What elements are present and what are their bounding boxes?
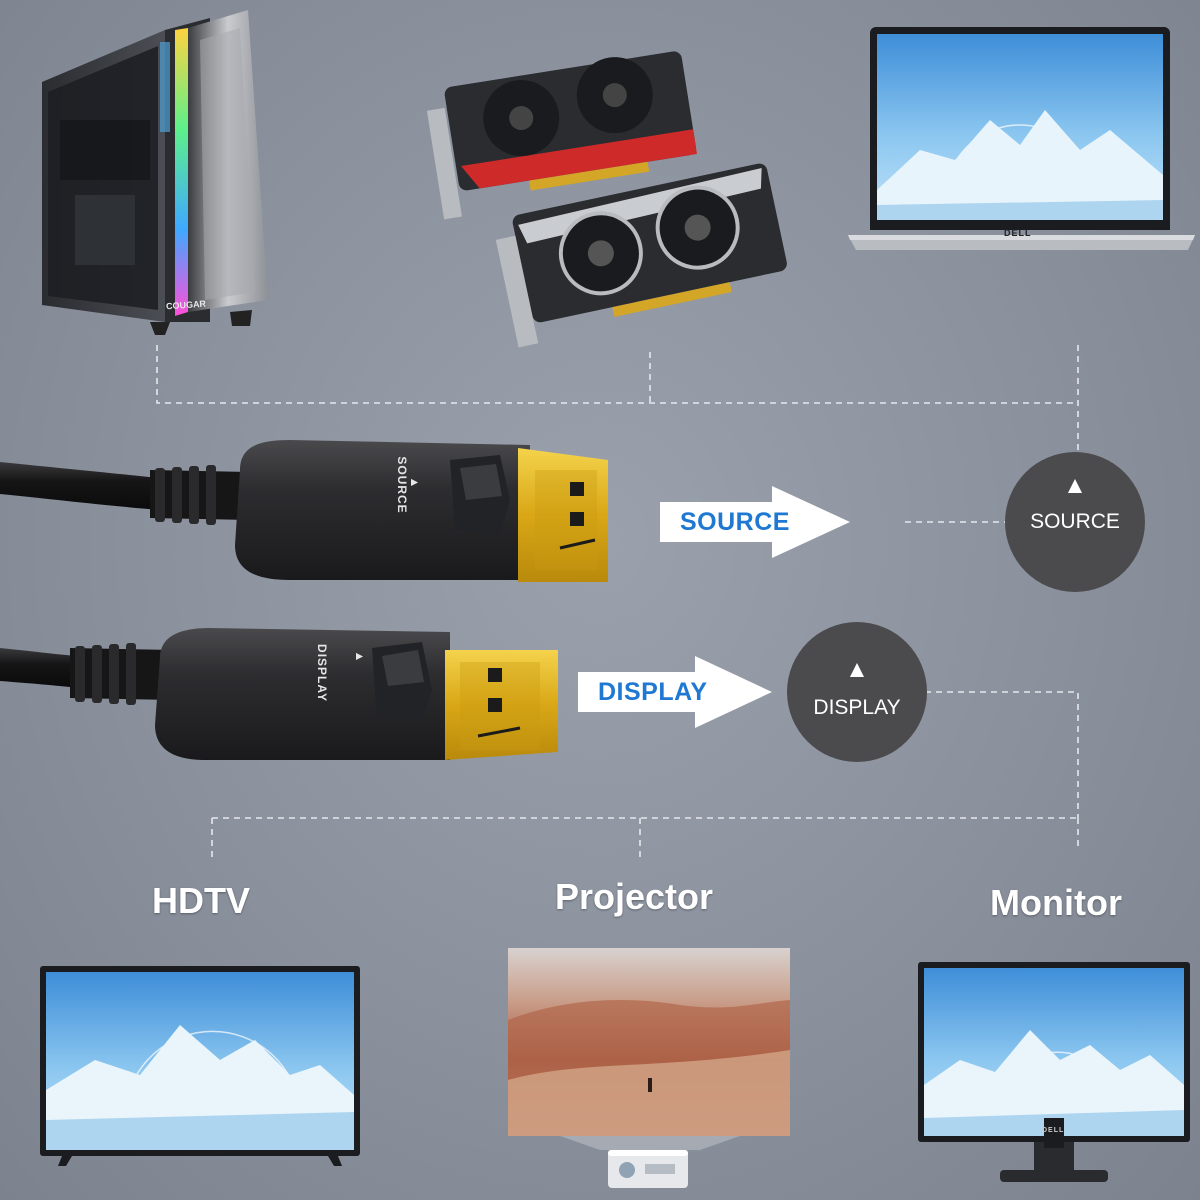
display-badge-link [925,691,1079,818]
projector [508,948,790,1188]
hdtv-label: HDTV [152,880,250,921]
display-plug [155,628,558,760]
graphics-cards [426,51,787,348]
connector-lines [156,345,1079,862]
display-badge [787,622,927,762]
monitor-label: Monitor [990,882,1122,923]
source-plug-marker: ▲ [408,476,422,490]
source-badge [1005,452,1145,592]
hdtv [40,966,360,1166]
display-cable [0,648,80,688]
pc-tower [42,10,268,335]
source-badge-icon: ▲ [1063,472,1087,499]
gpu-silver [495,163,787,348]
display-arrow-label: DISPLAY [598,678,708,706]
source-plug-label: SOURCE [395,456,409,514]
display-plug-marker: ▲ [353,650,367,664]
cables [0,462,250,705]
projector-label: Projector [555,876,714,917]
monitor-brand-label: DELL [1042,1127,1065,1134]
source-arrow [660,486,850,558]
display-badge-icon: ▲ [845,656,869,683]
display-plug-label: DISPLAY [315,644,329,702]
laptop-brand-label: DELL [1004,228,1032,238]
source-badge-label: SOURCE [1030,510,1120,533]
source-arrow-label: SOURCE [680,508,790,536]
source-bus-line [156,345,1078,404]
monitor [918,962,1190,1182]
laptop [848,27,1195,250]
source-cable [0,462,160,510]
display-arrow [578,656,772,728]
display-badge-label: DISPLAY [813,696,901,719]
gpu-red [426,51,698,220]
source-plug [235,440,608,582]
